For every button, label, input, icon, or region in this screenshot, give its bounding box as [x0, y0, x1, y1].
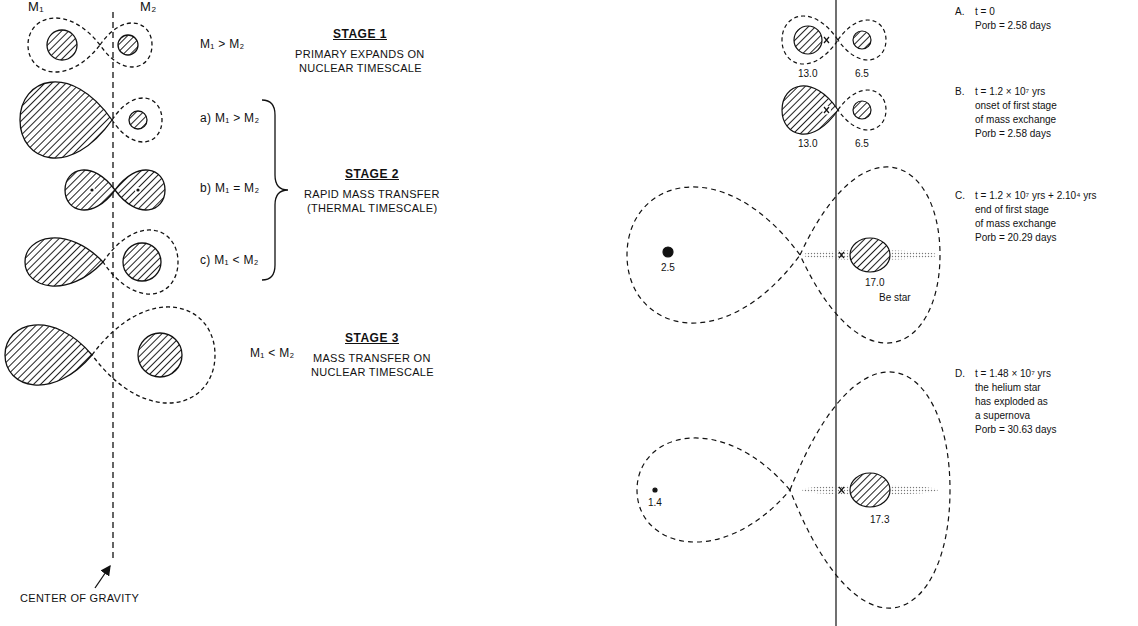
star	[138, 333, 182, 377]
star-type: Be star	[879, 292, 911, 304]
mass-ratio: a) M₁ > M₂	[200, 112, 259, 126]
be-star	[850, 473, 890, 507]
stage-text: RAPID MASS TRANSFER	[304, 188, 440, 201]
step-letter: A.	[955, 6, 964, 18]
stage-heading: STAGE 1	[333, 28, 387, 42]
filled-roche-lobe	[5, 325, 92, 385]
roche-lobe	[103, 230, 178, 294]
mass-ratio: c) M₁ < M₂	[200, 254, 259, 268]
step-text: end of first stage	[975, 204, 1049, 216]
axis-caption: CENTER OF GRAVITY	[20, 592, 139, 605]
filled-roche-lobe	[20, 82, 112, 158]
star	[129, 111, 147, 129]
step-text: Porb = 20.29 days	[975, 232, 1056, 244]
left-panel	[5, 12, 288, 588]
roche-lobe	[28, 18, 100, 72]
star	[853, 31, 871, 49]
step-letter: B.	[955, 86, 964, 98]
step-letter: C.	[955, 190, 965, 202]
mass-label: M₁	[28, 0, 44, 15]
star	[853, 101, 871, 119]
mass-ratio: M₁ < M₂	[250, 347, 294, 361]
mass-value: 2.5	[661, 262, 675, 274]
filled-roche-lobe	[782, 86, 838, 134]
stage-text: MASS TRANSFER ON	[313, 352, 431, 365]
star	[123, 243, 161, 281]
stage-text: NUCLEAR TIMESCALE	[311, 366, 434, 379]
center-of-mass-mark	[824, 107, 829, 113]
step-text: Porb = 30.63 days	[975, 424, 1056, 436]
roche-lobe	[782, 16, 838, 64]
roche-lobe	[112, 98, 162, 142]
center-dot	[90, 188, 93, 191]
star	[47, 30, 77, 60]
step-text: onset of first stage	[975, 100, 1057, 112]
mass-value: 1.4	[648, 497, 662, 509]
center-dot	[136, 188, 139, 191]
mass-value: 17.0	[865, 277, 884, 289]
step-text: t = 1.48 × 10⁷ yrs	[975, 368, 1051, 380]
roche-lobe	[838, 20, 886, 60]
step-text: t = 1.2 × 10⁷ yrs	[975, 86, 1045, 98]
roche-lobe	[92, 307, 215, 403]
stage-text: PRIMARY EXPANDS ON	[295, 48, 425, 61]
mass-ratio: b) M₁ = M₂	[200, 182, 259, 196]
right-panel	[627, 0, 950, 626]
step-text: of mass exchange	[975, 114, 1056, 126]
center-dot-ground	[89, 187, 95, 193]
bracket	[262, 100, 288, 280]
roche-lobe	[100, 23, 152, 67]
filled-roche-lobe	[65, 170, 115, 210]
step-text: a supernova	[975, 410, 1030, 422]
stage-text: (THERMAL TIMESCALE)	[307, 202, 437, 215]
mass-ratio: M₁ > M₂	[200, 38, 244, 52]
center-of-mass-mark	[839, 487, 844, 493]
roche-lobe	[800, 167, 940, 343]
roche-lobe	[627, 187, 800, 323]
step-text: t = 0	[975, 6, 995, 18]
stage-heading: STAGE 2	[345, 168, 399, 182]
mark-ground	[822, 106, 831, 115]
mass-value: 6.5	[855, 138, 869, 150]
stage-heading: STAGE 3	[345, 332, 399, 346]
filled-roche-lobe	[115, 170, 165, 210]
center-of-gravity-line	[112, 12, 113, 560]
roche-lobe	[838, 90, 886, 130]
compact-star	[663, 247, 673, 257]
step-text: has exploded as	[975, 396, 1048, 408]
step-text: t = 1.2 × 10⁷ yrs + 2.10⁴ yrs	[975, 190, 1097, 202]
step-text: of mass exchange	[975, 218, 1056, 230]
filled-roche-lobe	[25, 238, 103, 286]
center-of-mass-mark	[824, 37, 829, 43]
star	[118, 35, 138, 55]
mass-value: 13.0	[798, 138, 817, 150]
roche-lobe	[790, 372, 950, 608]
roche-lobe	[637, 438, 790, 542]
mass-label: M₂	[140, 0, 156, 15]
neutron-star	[653, 488, 657, 492]
mass-value: 6.5	[855, 68, 869, 80]
mass-value: 17.3	[870, 514, 889, 526]
stage-text: NUCLEAR TIMESCALE	[299, 62, 422, 75]
be-star	[850, 238, 890, 272]
star	[794, 26, 822, 54]
step-text: Porb = 2.58 days	[975, 128, 1051, 140]
mass-value: 13.0	[798, 68, 817, 80]
step-text: Porb = 2.58 days	[975, 20, 1051, 32]
step-text: the helium star	[975, 382, 1041, 394]
center-of-mass-mark	[839, 252, 844, 258]
leader-arrow	[95, 566, 110, 588]
center-dot-ground	[135, 187, 141, 193]
step-letter: D.	[955, 368, 965, 380]
